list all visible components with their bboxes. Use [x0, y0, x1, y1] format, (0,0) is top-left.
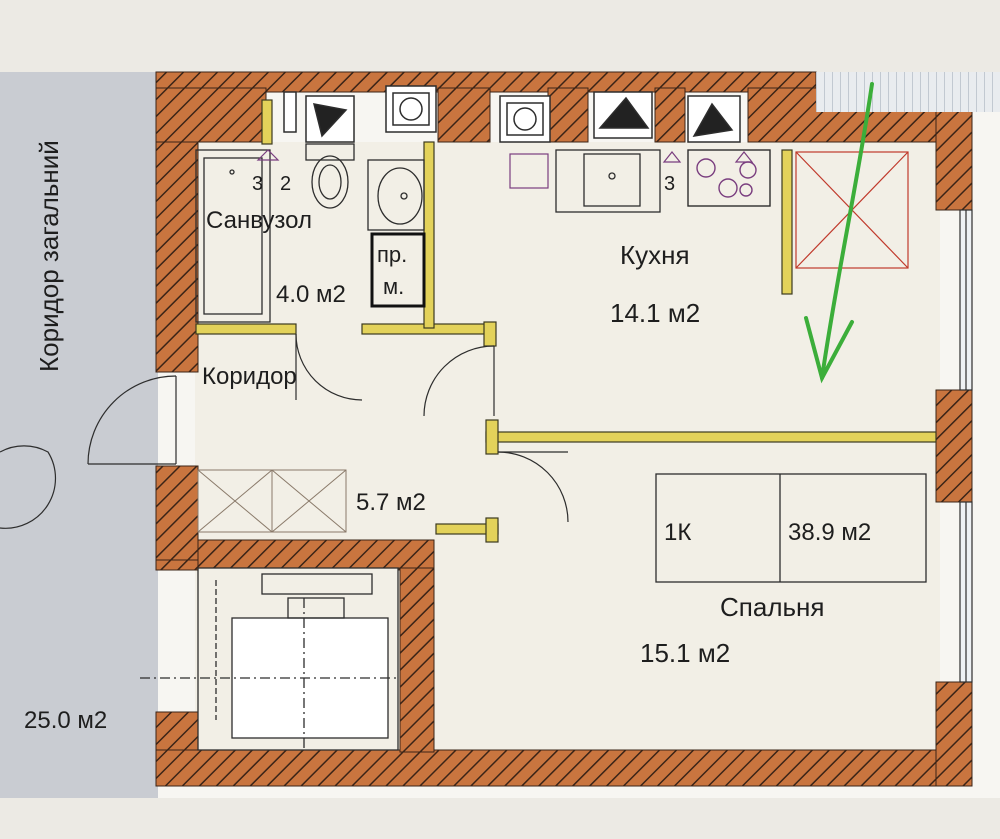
- bathroom-sink: [367, 159, 425, 231]
- bathroom-name: Санвузол: [206, 207, 312, 234]
- bathtub: [195, 149, 271, 323]
- bedroom-name: Спальня: [720, 592, 824, 622]
- elevator: [140, 567, 400, 751]
- storage-label-line1: пр.: [377, 242, 407, 267]
- kitchen-mark-c: 3: [664, 173, 675, 195]
- kitchen-basin: [509, 153, 549, 189]
- ventilation-shafts: [283, 85, 741, 143]
- hall-area: 5.7 м2: [356, 489, 426, 516]
- apartment-total-area: 38.9 м2: [788, 519, 871, 546]
- bath-mark-a: 3: [252, 173, 263, 195]
- bath-mark-b: 2: [280, 173, 291, 195]
- corridor-door-arc: [0, 445, 57, 529]
- door-swings: [87, 333, 569, 523]
- general-corridor-label: Коридор загальний: [34, 140, 64, 372]
- labels: Коридор загальний 25.0 м2 Санвузол 4.0 м…: [24, 140, 871, 734]
- plumbing-marks: [256, 149, 754, 163]
- green-arrow-icon: [804, 82, 874, 384]
- general-corridor: [0, 72, 158, 798]
- bedroom-bed: [655, 473, 927, 583]
- hall-name: Коридор: [202, 363, 297, 390]
- storage-label-line2: м.: [383, 274, 404, 299]
- bathroom-area: 4.0 м2: [276, 281, 346, 308]
- partitions: [195, 99, 937, 543]
- kitchen-sink: [555, 149, 661, 213]
- bedroom-area: 15.1 м2: [640, 638, 730, 668]
- kitchen-name: Кухня: [620, 240, 690, 270]
- general-corridor-area: 25.0 м2: [24, 707, 107, 734]
- toilet-fixture: [305, 143, 355, 209]
- right-window: [959, 209, 973, 683]
- storage-closet: [370, 232, 426, 308]
- apartment-type: 1К: [664, 519, 691, 546]
- balcony-hatch: [816, 72, 1000, 112]
- kitchen-area: 14.1 м2: [610, 298, 700, 328]
- hall-wardrobe: [197, 469, 347, 533]
